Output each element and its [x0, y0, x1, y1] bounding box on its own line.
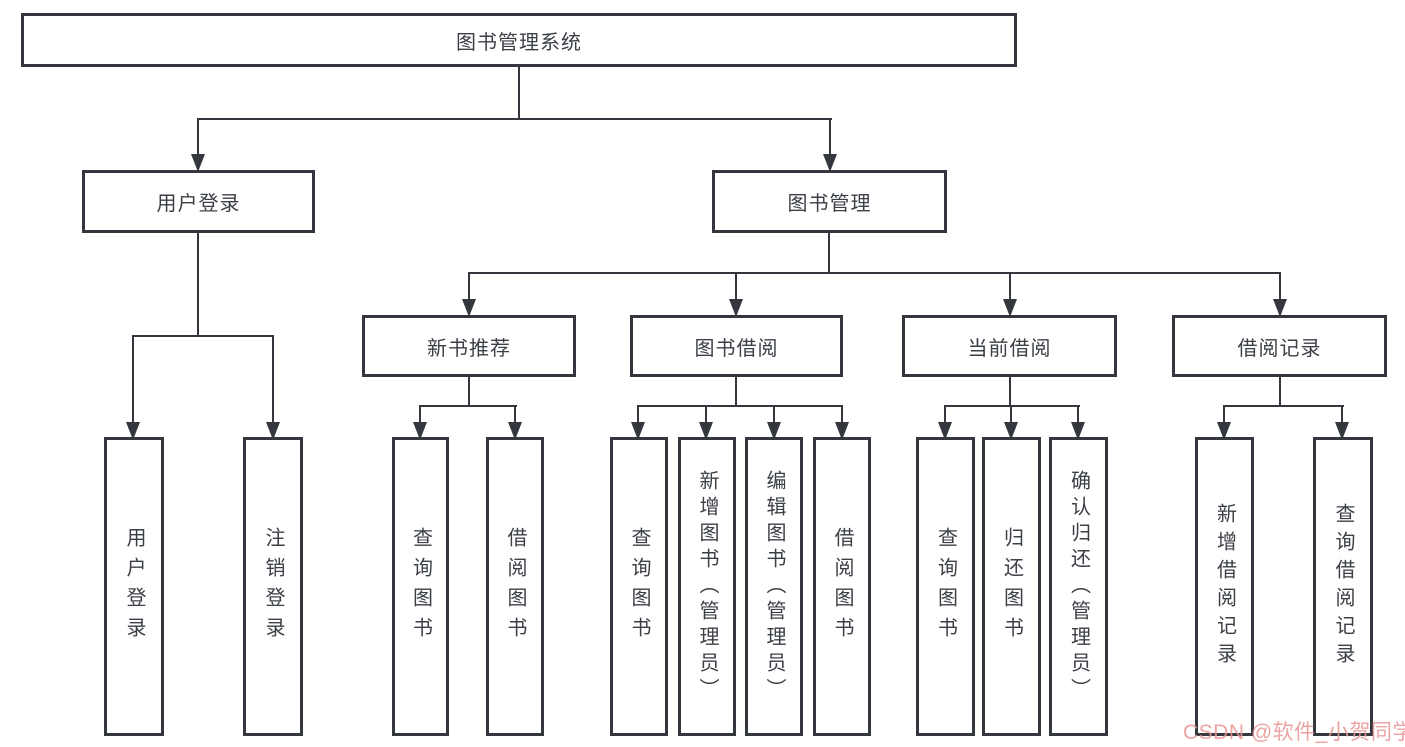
node-borrow-records: 借阅记录: [1172, 315, 1387, 377]
connector-line: [132, 335, 134, 424]
leaf-query-book-1: 查询图书: [392, 437, 449, 736]
connector-line: [944, 405, 1080, 407]
node-book-mgmt: 图书管理: [712, 170, 947, 233]
leaf-add-book-label: 新增图书（管理员）: [696, 469, 718, 704]
leaf-return-book-label: 归还图书: [1000, 526, 1023, 647]
leaf-add-borrow-record-label: 新增借阅记录: [1213, 502, 1236, 671]
leaf-query-borrow-record-label: 查询借阅记录: [1332, 502, 1354, 671]
leaf-query-borrow-record: 查询借阅记录: [1313, 437, 1373, 736]
connector-line: [197, 118, 199, 156]
connector-line: [637, 405, 843, 407]
watermark: CSDN @软件_小贺同学: [1183, 721, 1405, 744]
connector-line: [705, 405, 707, 424]
leaf-query-book-2-label: 查询图书: [628, 526, 650, 647]
connector-line: [514, 405, 516, 424]
connector-line: [1010, 405, 1012, 424]
connector-line: [419, 405, 517, 407]
connector-line: [132, 335, 274, 337]
node-root: 图书管理系统: [21, 13, 1017, 67]
node-new-book-rec: 新书推荐: [362, 315, 576, 377]
node-borrow-records-label: 借阅记录: [1237, 337, 1322, 360]
connector-line: [1341, 405, 1343, 424]
connector-line: [829, 118, 831, 156]
leaf-query-book-2: 查询图书: [610, 437, 668, 736]
connector-line: [735, 375, 737, 407]
leaf-confirm-return: 确认归还（管理员）: [1049, 437, 1108, 736]
connector-line: [1279, 272, 1281, 301]
connector-line: [637, 405, 639, 424]
leaf-borrow-book-2: 借阅图书: [813, 437, 871, 736]
leaf-user-login-label: 用户登录: [123, 526, 145, 647]
connector-line: [773, 405, 775, 424]
leaf-edit-book: 编辑图书（管理员）: [745, 437, 803, 736]
node-new-book-rec-label: 新书推荐: [427, 337, 511, 360]
leaf-query-book-1-label: 查询图书: [409, 526, 432, 647]
leaf-return-book: 归还图书: [982, 437, 1041, 736]
leaf-add-borrow-record: 新增借阅记录: [1195, 437, 1254, 736]
connector-line: [1279, 375, 1281, 407]
connector-line: [518, 66, 520, 120]
leaf-query-book-3: 查询图书: [916, 437, 975, 736]
leaf-logout: 注销登录: [243, 437, 303, 736]
node-user-login: 用户登录: [82, 170, 315, 233]
connector-line: [1009, 375, 1011, 407]
connector-line: [468, 272, 1281, 274]
leaf-add-book: 新增图书（管理员）: [678, 437, 736, 736]
connector-line: [1009, 272, 1011, 301]
leaf-borrow-book-2-label: 借阅图书: [831, 526, 853, 647]
node-current-borrow: 当前借阅: [902, 315, 1117, 377]
connector-line: [735, 272, 737, 301]
node-user-login-label: 用户登录: [156, 193, 241, 215]
connector-line: [1077, 405, 1079, 424]
leaf-query-book-3-label: 查询图书: [934, 526, 957, 647]
node-book-mgmt-label: 图书管理: [787, 193, 872, 215]
connector-line: [468, 375, 470, 407]
connector-line: [197, 232, 199, 337]
leaf-logout-label: 注销登录: [262, 526, 284, 647]
connector-line: [419, 405, 421, 424]
node-book-borrow: 图书借阅: [630, 315, 843, 377]
connector-line: [828, 232, 830, 274]
leaf-edit-book-label: 编辑图书（管理员）: [763, 469, 785, 704]
connector-line: [841, 405, 843, 424]
leaf-borrow-book-1: 借阅图书: [486, 437, 544, 736]
connector-line: [468, 272, 470, 301]
connector-line: [944, 405, 946, 424]
connector-line: [1223, 405, 1344, 407]
connector-line: [1223, 405, 1225, 424]
connector-line: [197, 118, 832, 120]
leaf-user-login: 用户登录: [104, 437, 164, 736]
node-root-label: 图书管理系统: [456, 31, 582, 54]
connector-line: [272, 335, 274, 424]
leaf-borrow-book-1-label: 借阅图书: [504, 526, 526, 647]
leaf-confirm-return-label: 确认归还（管理员）: [1067, 469, 1090, 704]
node-current-borrow-label: 当前借阅: [967, 337, 1052, 360]
node-book-borrow-label: 图书借阅: [694, 337, 779, 360]
